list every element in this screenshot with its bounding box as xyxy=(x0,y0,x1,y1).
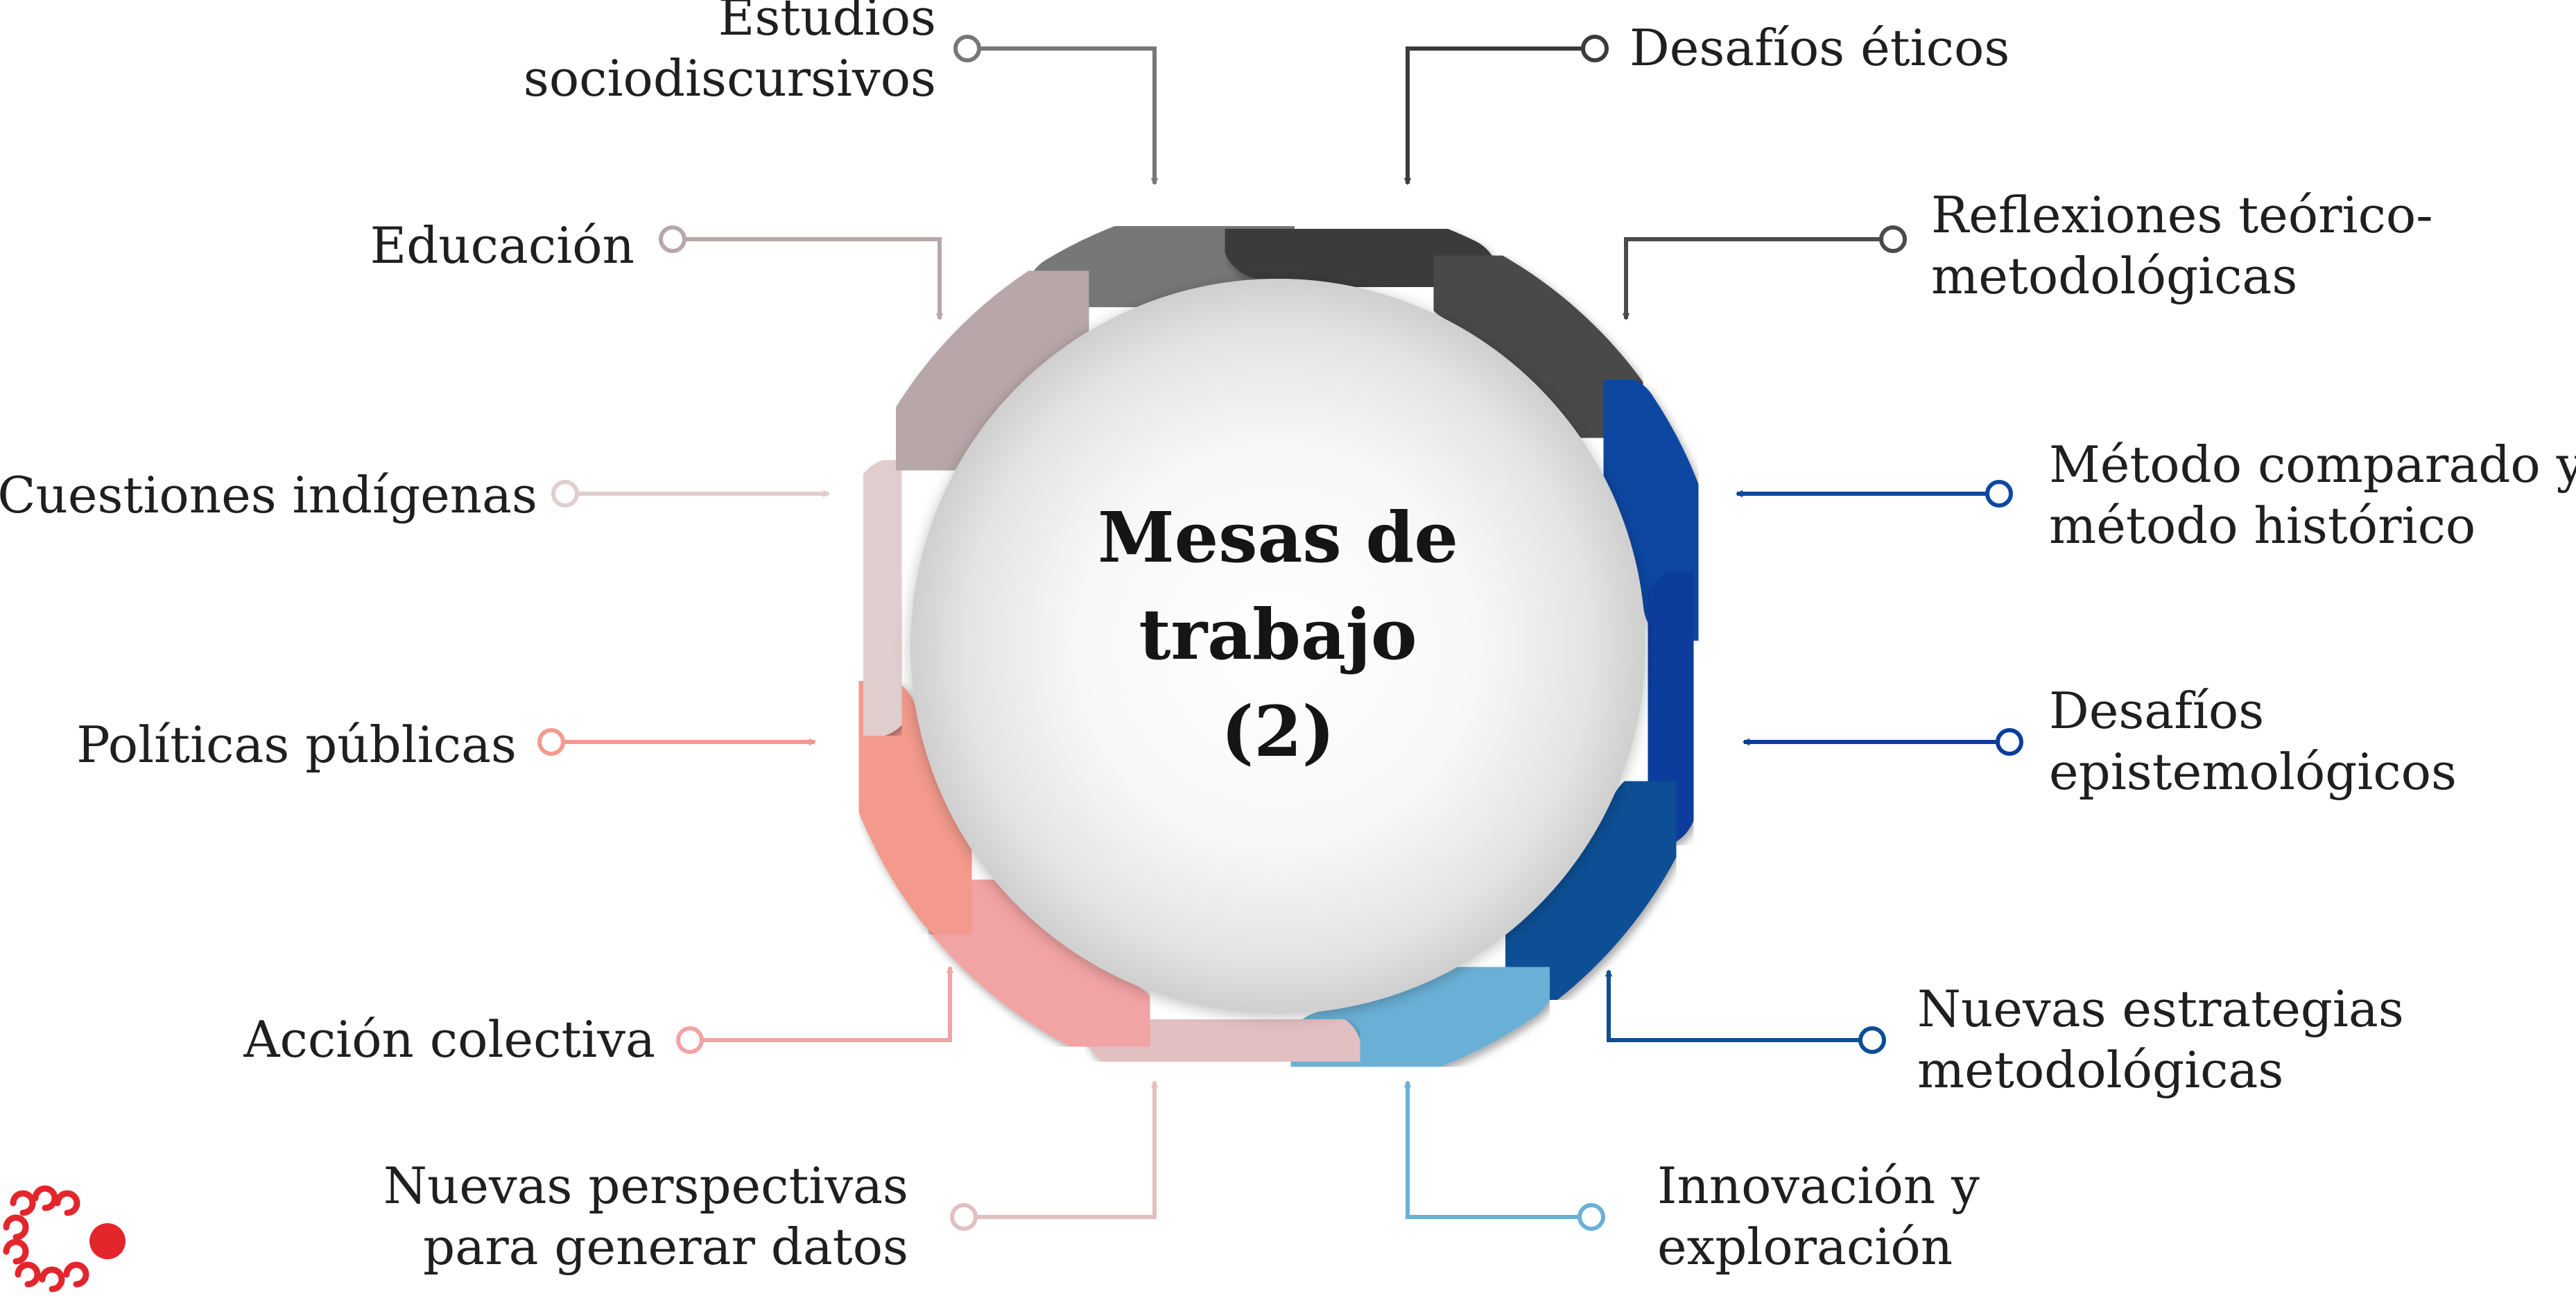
connector-dot-politicas-publicas xyxy=(537,728,565,756)
logo-swirl-3 xyxy=(54,1190,80,1216)
label-reflexiones-line-1: Reflexiones teórico- xyxy=(1931,186,2433,244)
label-accion-colectiva-line-1: Acción colectiva xyxy=(243,1010,655,1069)
logo-swirls xyxy=(3,1185,89,1293)
connector-dot-nuevas-perspectivas xyxy=(950,1203,978,1231)
label-estudios-line-1: Estudios xyxy=(718,0,936,46)
connector-arrow-estudios xyxy=(967,46,1155,184)
connector-dot-nuevas-estrategias xyxy=(1858,1026,1886,1054)
ring-segment-cuestiones-indigenas xyxy=(827,458,938,738)
connector-arrow-desafios-eticos xyxy=(1408,46,1595,184)
connector-arrow-nuevas-estrategias xyxy=(1609,971,1872,1042)
label-innovacion-line-2: exploración xyxy=(1657,1218,1953,1276)
label-nuevas-estrategias-line-2: metodológicas xyxy=(1917,1041,2283,1099)
connector-dot-desafios-eticos xyxy=(1581,35,1609,62)
logo-swirl-1 xyxy=(10,1190,36,1216)
label-nuevas-perspectivas-line-2: para generar datos xyxy=(423,1218,908,1276)
label-desafios-epistemologicos-line-1: Desafíos xyxy=(2049,682,2264,740)
connector-lines xyxy=(537,35,2023,1231)
center-title-line-3: (2) xyxy=(1221,691,1335,772)
center-title-line-1: Mesas de xyxy=(1098,496,1458,578)
connector-arrow-accion-colectiva xyxy=(690,967,950,1042)
connector-arrow-innovacion xyxy=(1408,1082,1591,1219)
label-cuestiones-indigenas-line-1: Cuestiones indígenas xyxy=(0,466,537,524)
logo-swirl-7 xyxy=(39,1266,65,1293)
label-reflexiones-line-2: metodológicas xyxy=(1931,247,2297,305)
connector-dot-reflexiones xyxy=(1879,225,1907,253)
label-desafios-eticos-line-1: Desafíos éticos xyxy=(1630,19,2009,77)
label-politicas-publicas-line-1: Políticas públicas xyxy=(76,716,517,774)
logo-dot xyxy=(89,1223,126,1259)
connector-arrow-reflexiones xyxy=(1626,237,1893,319)
logo-swirl-8 xyxy=(63,1261,89,1288)
label-nuevas-perspectivas-line-1: Nuevas perspectivas xyxy=(383,1157,908,1215)
logo-swirl-2 xyxy=(32,1185,58,1211)
connector-dot-desafios-epistemologicos xyxy=(1996,728,2023,756)
connector-dot-accion-colectiva xyxy=(676,1026,704,1054)
logo-swirl-6 xyxy=(15,1261,41,1288)
connector-arrow-nuevas-perspectivas xyxy=(964,1082,1155,1219)
label-metodo-comparado-line-2: método histórico xyxy=(2049,496,2475,555)
connector-dot-cuestiones-indigenas xyxy=(551,480,579,508)
logo-swirl-4 xyxy=(3,1214,29,1241)
label-metodo-comparado-line-1: Método comparado y xyxy=(2049,435,2576,494)
label-nuevas-estrategias-line-1: Nuevas estrategias xyxy=(1917,980,2404,1038)
ring-segment-politicas-publicas xyxy=(833,675,998,940)
connector-dot-metodo-comparado xyxy=(1985,480,2013,508)
label-estudios-line-2: sociodiscursivos xyxy=(524,49,936,107)
label-innovacion-line-1: Innovación y xyxy=(1657,1157,1980,1215)
label-educacion-line-1: Educación xyxy=(370,216,634,275)
connector-dot-estudios xyxy=(953,35,981,62)
center-title-line-2: trabajo xyxy=(1139,594,1417,675)
logo-swirl-5 xyxy=(3,1238,29,1265)
connector-dot-innovacion xyxy=(1577,1203,1605,1231)
center-circle xyxy=(910,279,1645,1014)
center-title: Mesas de trabajo (2) xyxy=(1098,496,1458,772)
topic-ring xyxy=(827,196,1729,1097)
ring-segment-educacion xyxy=(882,257,1103,483)
connector-arrow-educacion xyxy=(673,237,940,319)
label-desafios-epistemologicos-line-2: epistemológicos xyxy=(2049,743,2457,801)
institution-logo xyxy=(3,1185,126,1293)
connector-dot-educacion xyxy=(659,225,686,253)
ring-segment-nuevas-estrategias xyxy=(1488,770,1693,1010)
